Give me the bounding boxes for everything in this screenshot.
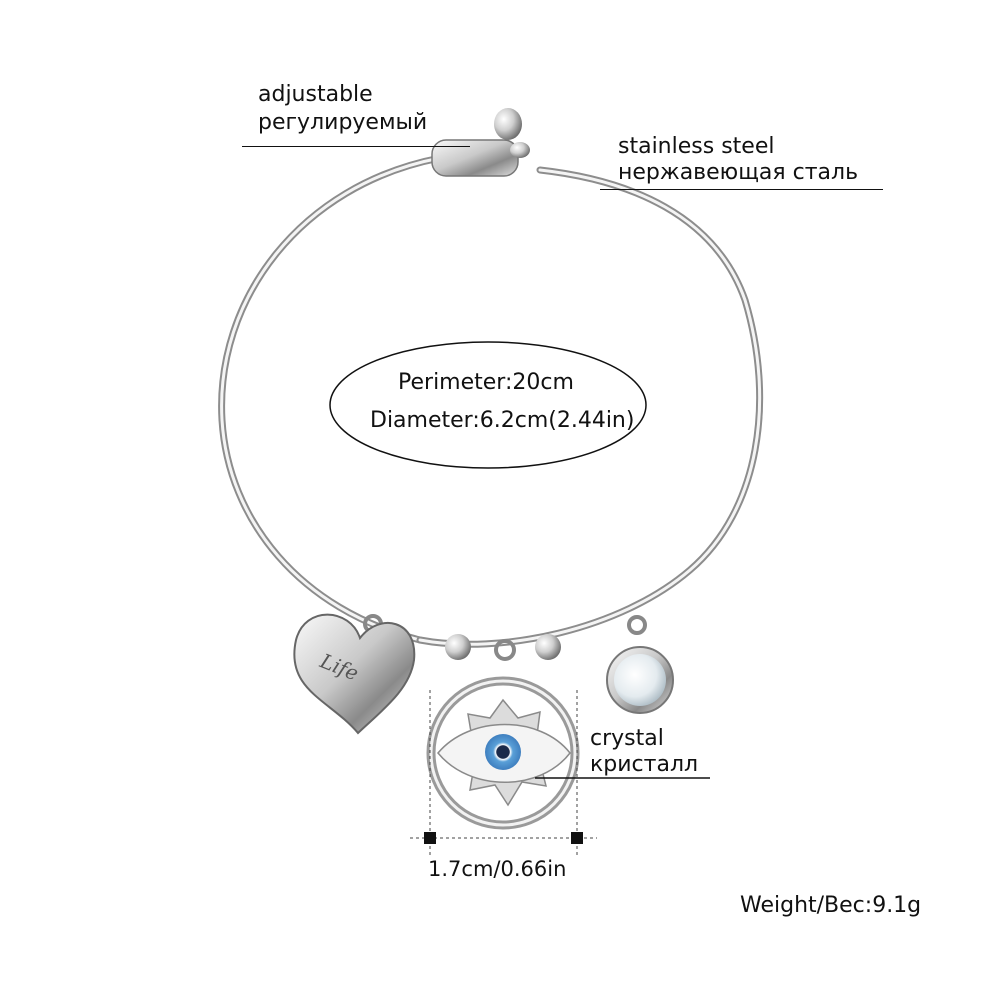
bead-right [535,634,561,660]
evil-eye-charm [426,639,580,830]
weight-text: Weight/Вес:9.1g [740,893,922,918]
perimeter-text: Perimeter:20cm [398,370,574,395]
charm-size-text: 1.7cm/0.66in [428,857,567,881]
adjustable-clasp [431,108,530,177]
heart-charm [293,613,416,735]
steel-leader [600,189,883,190]
label-steel-ru: нержавеющая сталь [618,160,859,185]
adjustable-leader [242,146,470,147]
bead-left [445,634,471,660]
size-ellipse [329,341,647,469]
label-crystal-en: crystal [590,726,664,751]
label-adjustable-en: adjustable [258,82,373,107]
bangle-wire [218,154,764,648]
diameter-text: Diameter:6.2cm(2.44in) [370,408,635,433]
dimension-marker [410,690,597,855]
crystal-charm [606,615,674,714]
label-adjustable-ru: регулируемый [258,110,428,135]
label-crystal-ru: кристалл [590,752,699,777]
label-steel-en: stainless steel [618,134,775,159]
